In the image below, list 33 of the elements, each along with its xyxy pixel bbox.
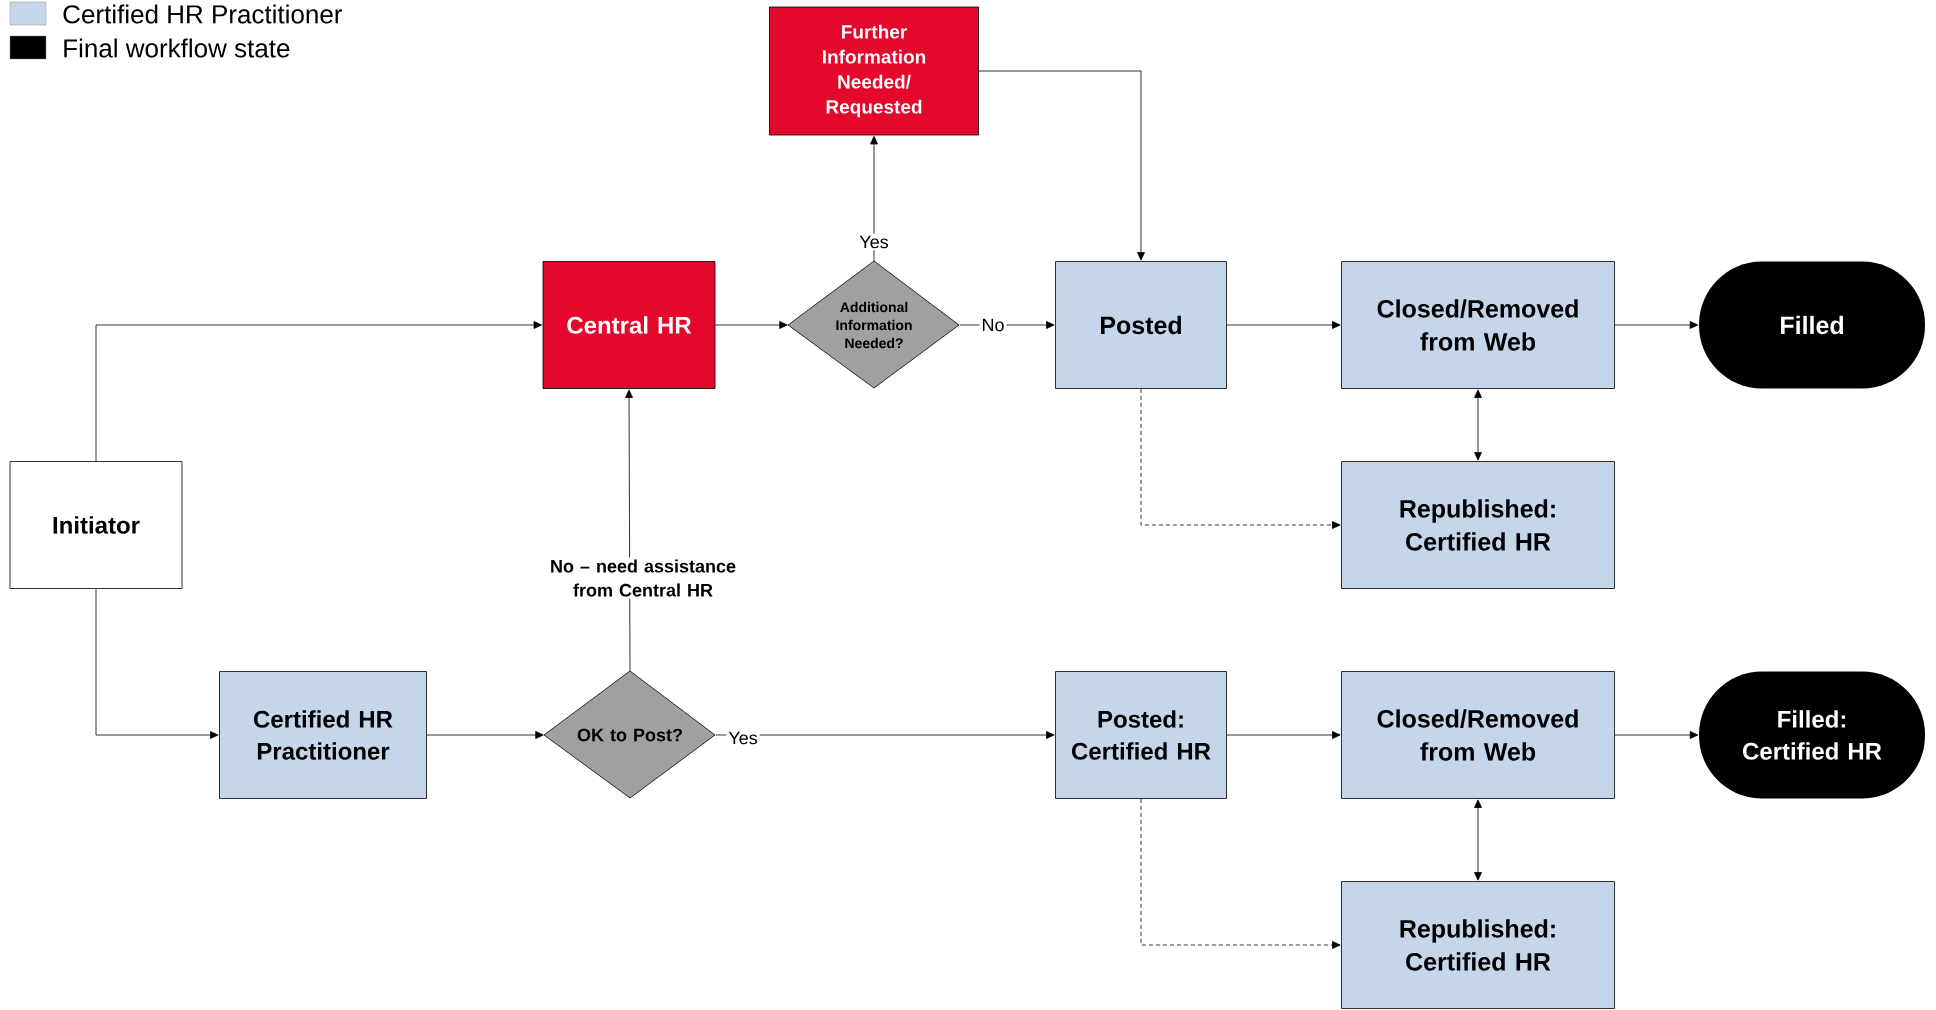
arrow <box>715 731 1055 739</box>
end-state: Filled <box>1699 261 1925 389</box>
arrow <box>1140 388 1341 529</box>
arrow <box>1140 798 1341 949</box>
process-box: Closed/Removed from Web <box>1341 261 1615 389</box>
arrow <box>426 731 544 739</box>
arrow <box>978 70 1145 261</box>
process-box: Further Information Needed/ Requested <box>769 6 979 136</box>
process-box: Republished: Certified HR <box>1341 461 1615 589</box>
process-box: Republished: Certified HR <box>1341 881 1615 1009</box>
edge-label: Yes <box>726 729 760 747</box>
arrow <box>95 588 219 739</box>
edge-label: Yes <box>857 233 891 251</box>
arrow <box>1226 321 1341 329</box>
legend-label: Final workflow state <box>64 38 290 58</box>
arrow <box>1474 389 1482 461</box>
arrow <box>1474 799 1482 881</box>
legend-label: Certified HR Practitioner <box>63 4 343 24</box>
process-box: Initiator <box>9 461 183 589</box>
arrow <box>870 136 878 262</box>
process-box: Central HR <box>542 261 716 389</box>
process-box: Certified HR Practitioner <box>219 671 427 799</box>
arrow <box>1614 321 1699 329</box>
edge-label: No <box>979 316 1007 334</box>
process-box: Closed/Removed from Web <box>1341 671 1615 799</box>
process-box: Posted: Certified HR <box>1055 671 1227 799</box>
process-box: Posted <box>1055 261 1227 389</box>
arrow <box>1614 731 1699 739</box>
arrow <box>1226 731 1341 739</box>
arrow <box>715 321 788 329</box>
end-state: Filled: Certified HR <box>1699 671 1925 799</box>
edge-label: No – need assistance from Central HR <box>541 557 745 599</box>
arrow <box>95 321 542 462</box>
